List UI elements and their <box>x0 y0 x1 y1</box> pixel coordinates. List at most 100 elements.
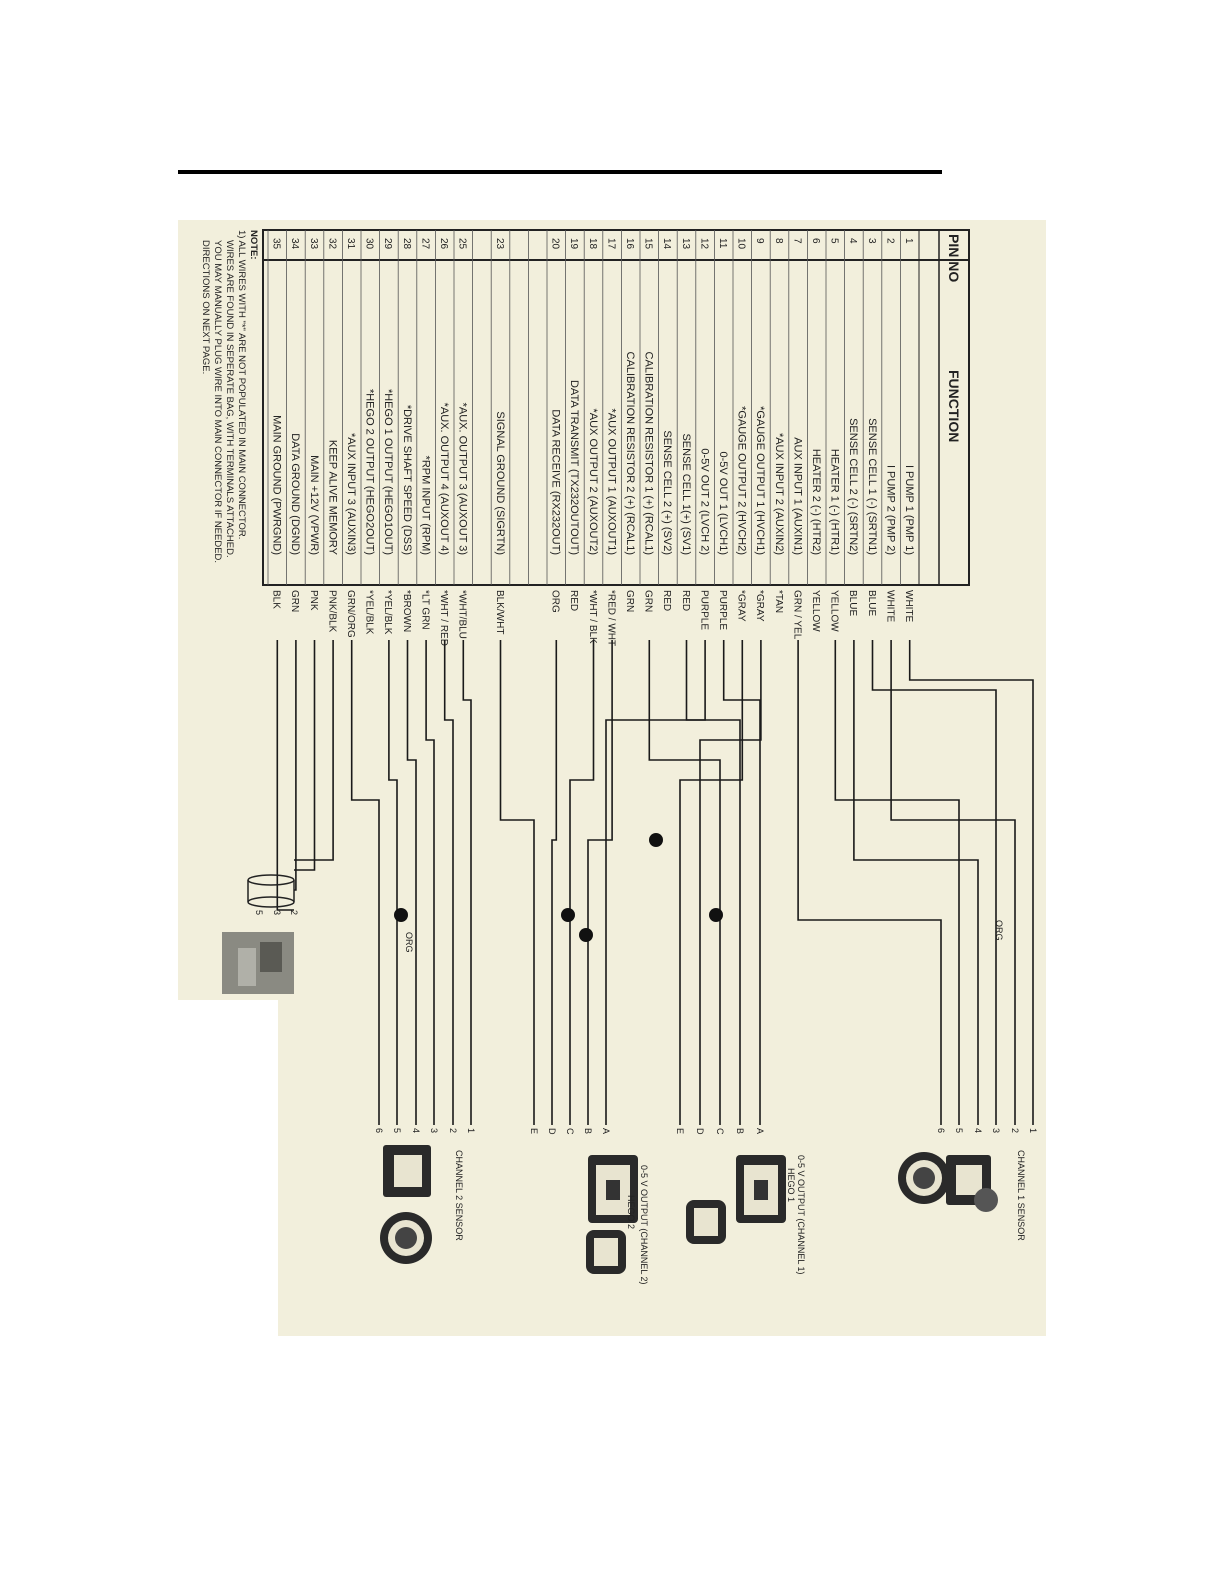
note-line-2: WIRES ARE FOUND IN SEPERATE BAG, WITH TE… <box>224 240 235 558</box>
pin-function: DATA TRANSMIT (TX232OUTOUT) <box>568 380 580 555</box>
pin-function: CALIBRATION RESISTOR 2 (+) (RCAL1) <box>624 352 636 555</box>
wire <box>443 640 454 1125</box>
serial-pin-5: 5 <box>254 910 264 915</box>
output-1-connector <box>736 1155 786 1223</box>
pin-number: 33 <box>308 238 319 250</box>
splice-junction <box>649 833 663 847</box>
wire <box>871 640 997 1125</box>
wire <box>499 640 535 1125</box>
pin-function: *GAUGE OUTPUT 2 (HVCH2) <box>736 406 748 555</box>
wire <box>551 640 558 1125</box>
pin-function: AUX INPUT 1 (AUXIN1) <box>791 437 803 555</box>
output-1-pin-D: D <box>695 1128 705 1135</box>
channel-1-sensor-connector <box>946 1155 998 1212</box>
channel-2-sensor-connector <box>383 1145 431 1197</box>
channel-2-label: CHANNEL 2 SENSOR <box>454 1150 464 1241</box>
pin-number: 9 <box>754 238 765 244</box>
pin-function: SENSE CELL 1 (-) (SRTN1) <box>866 418 878 555</box>
wire-color: RED <box>661 590 672 611</box>
wire <box>388 640 398 1125</box>
pin-number: 35 <box>271 238 282 250</box>
channel-1-pin-2: 2 <box>1010 1128 1020 1133</box>
pin-number: 8 <box>773 238 784 244</box>
pin-table-frame <box>262 229 970 586</box>
wire-color: WHITE <box>884 590 895 623</box>
pin-function: *RPM INPUT (RPM) <box>419 456 431 555</box>
output-2-pin-C: C <box>565 1128 575 1135</box>
pin-function: MAIN +12V (VPWR) <box>308 455 320 555</box>
wire-color: PNK/BLK <box>326 590 337 633</box>
pin-number: 32 <box>326 238 337 250</box>
channel-1-sensor-plug <box>898 1152 950 1204</box>
note-line-4: DIRECTIONS ON NEXT PAGE. <box>200 240 211 374</box>
pin-function: *AUX INPUT 2 (AUXIN2) <box>773 433 785 555</box>
splice-junction <box>579 928 593 942</box>
wire <box>685 640 741 1125</box>
pin-function: MAIN GROUND (PWRGND) <box>271 415 283 555</box>
pin-number: 3 <box>866 238 877 244</box>
wire <box>294 640 297 891</box>
wire <box>462 640 472 1125</box>
wire-color: GRN <box>643 590 654 612</box>
pin-function: I PUMP 2 (PMP 2) <box>884 465 896 555</box>
wire <box>908 640 1034 1125</box>
wire-color: *WHT/BLU <box>457 590 468 639</box>
pin-number: 30 <box>364 238 375 250</box>
note-title: NOTE: <box>248 230 259 260</box>
output-2-pin-E: E <box>529 1128 539 1134</box>
pin-number: 7 <box>791 238 802 244</box>
channel-1-pin-3: 3 <box>991 1128 1001 1133</box>
wire <box>679 640 744 1125</box>
pin-function: 0-5V OUT 1 (LVCH1) <box>717 451 729 555</box>
pin-number: 2 <box>884 238 895 244</box>
wire <box>605 640 706 1125</box>
db9-connector-photo <box>222 932 294 994</box>
wire <box>425 640 435 1125</box>
wire-color: *BROWN <box>401 590 412 632</box>
wire <box>853 640 979 1125</box>
splice-junction <box>561 908 575 922</box>
pin-number: 20 <box>550 238 561 250</box>
channel-2-pin-2: 2 <box>448 1128 458 1133</box>
pin-number: 29 <box>382 238 393 250</box>
pin-function: SENSE CELL 2 (-) (SRTN2) <box>847 418 859 555</box>
pin-function: SIGNAL GROUND (SIGRTN) <box>494 411 506 555</box>
wire-color: RED <box>568 590 579 611</box>
pin-number: 17 <box>605 238 616 250</box>
pin-number: 1 <box>903 238 914 244</box>
pin-number: 5 <box>829 238 840 244</box>
wire <box>699 640 762 1125</box>
wire-color: *TAN <box>773 590 784 613</box>
pin-function: DATA GROUND (DGND) <box>289 433 301 555</box>
wire <box>587 640 613 1125</box>
pin-number: 34 <box>289 238 300 250</box>
pin-number: 12 <box>698 238 709 250</box>
pin-number: 14 <box>661 238 672 250</box>
pin-function: SENSE CELL 2 (+) (SV2) <box>661 430 673 555</box>
serial-pin-2: 2 <box>289 910 299 915</box>
wire <box>276 640 294 911</box>
pin-number: 13 <box>680 238 691 250</box>
channel-2-pin-6: 6 <box>374 1128 384 1133</box>
wire-color: BLUE <box>847 590 858 616</box>
pin-function: DATA RECEIVE (RX232OUT) <box>550 409 562 555</box>
wire-color: *GRAY <box>736 590 747 622</box>
channel-2-sensor-plug <box>380 1212 432 1264</box>
output-2-pin-A: A <box>601 1128 611 1134</box>
wire <box>294 640 316 871</box>
pin-number: 19 <box>568 238 579 250</box>
channel-1-pin-5: 5 <box>954 1128 964 1133</box>
pin-number: 31 <box>345 238 356 250</box>
splice-junction <box>394 908 408 922</box>
output-1-label-a: 0-5 V OUTPUT (CHANNEL 1) <box>796 1155 806 1275</box>
wire-color: *GRAY <box>754 590 765 622</box>
org-label-bottom: ORG <box>404 932 414 953</box>
pin-number: 11 <box>717 238 728 249</box>
serial-pin-3: 3 <box>272 910 282 915</box>
pin-function: KEEP ALIVE MEMORY <box>326 440 338 556</box>
wire-color: BLUE <box>866 590 877 616</box>
wire <box>797 640 942 1125</box>
channel-1-pin-6: 6 <box>936 1128 946 1133</box>
wire-color: *YEL/BLK <box>364 590 375 635</box>
output-2-label-b: HEGO 2 <box>626 1195 636 1229</box>
